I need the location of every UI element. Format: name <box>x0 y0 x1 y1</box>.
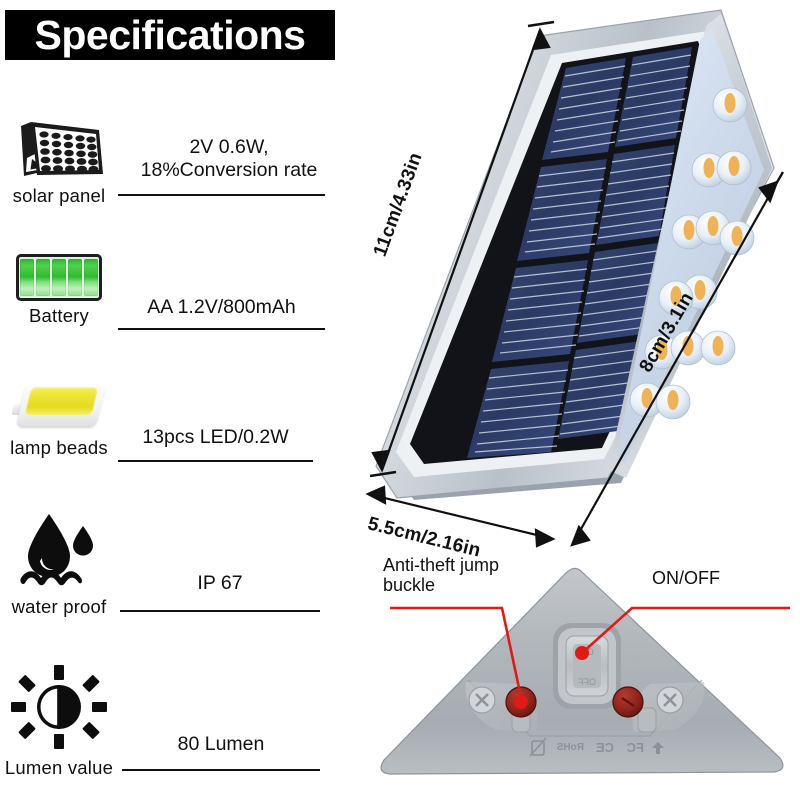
solar-panel-icon-group: solar panel <box>0 118 118 207</box>
spec-value-battery: AA 1.2V/800mAh <box>118 296 325 319</box>
screw-group-left <box>468 686 496 714</box>
callout-leaders <box>390 606 790 703</box>
callout-on-off: ON/OFF <box>652 568 762 588</box>
spec-value-line1: 80 Lumen <box>177 733 265 755</box>
callout-line1: Anti-theft jump <box>383 555 500 575</box>
spec-row-solar-panel: solar panel 2V 0.6W, 18%Conversion rate <box>0 118 345 206</box>
RoHS-icon: RoHS <box>556 742 584 753</box>
led-bead-icon <box>11 378 107 434</box>
cert-marks: FC CE RoHS <box>529 737 664 757</box>
callout-line1: ON/OFF <box>652 568 720 588</box>
spec-value-line1: 13pcs LED/0.2W <box>142 426 289 448</box>
solar-panel-surface <box>410 41 738 464</box>
water-drop-icon <box>11 510 107 593</box>
spec-rule-water-proof <box>120 610 320 613</box>
recycle-icon <box>652 742 664 754</box>
spec-value-solar-panel: 2V 0.6W, 18%Conversion rate <box>118 136 340 182</box>
led-lens <box>629 382 665 418</box>
led-lens <box>712 87 748 123</box>
spec-label-battery: Battery <box>28 305 89 326</box>
CE-icon: CE <box>596 740 614 755</box>
product-photo-main: 11cm/4.33in 5.5cm/2.16in 8cm/3.1in <box>340 0 800 570</box>
svg-text:FC: FC <box>626 740 644 755</box>
page-title: Specifications <box>34 11 306 58</box>
page-title-banner: Specifications <box>5 10 335 60</box>
led-lens <box>658 280 694 316</box>
FC-icon: FC <box>626 740 644 755</box>
battery-terminal <box>16 270 18 291</box>
svg-text:OFF: OFF <box>578 677 596 687</box>
product-photo-bottom: ON OFF <box>370 555 800 800</box>
battery-segment <box>52 258 66 296</box>
spec-row-water-proof: water proof IP 67 <box>0 510 345 617</box>
callout-dot-anti-theft <box>514 695 528 709</box>
callout-dot-on-off <box>575 646 589 660</box>
spec-value-line1: IP 67 <box>197 572 243 594</box>
led-lens <box>719 220 755 256</box>
led-bead-icon-group: lamp beads <box>0 378 118 459</box>
svg-text:CE: CE <box>596 740 614 755</box>
on-off-switch: ON OFF <box>553 623 621 709</box>
battery-segment <box>36 258 50 296</box>
screw-group-right <box>612 686 684 733</box>
spec-row-lumen-value: Lumen value 80 Lumen <box>0 665 345 778</box>
spec-row-lamp-beads: lamp beads 13pcs LED/0.2W <box>0 378 345 464</box>
battery-segment <box>84 258 98 296</box>
callout-line2: buckle <box>383 575 436 596</box>
led-lens <box>691 152 727 188</box>
battery-segment <box>20 258 34 296</box>
spec-label-lamp-beads: lamp beads <box>10 437 108 458</box>
solar-panel-icon <box>11 118 107 182</box>
spec-rule-lumen-value <box>122 769 320 772</box>
spec-rule-lamp-beads <box>118 460 313 463</box>
spec-value-line2: 18%Conversion rate <box>140 159 318 181</box>
spec-label-water-proof: water proof <box>11 596 107 617</box>
battery-icon <box>16 253 102 301</box>
spec-rule-solar-panel <box>118 194 325 197</box>
WEEE-bin-icon <box>529 737 547 757</box>
spec-label-lumen-value: Lumen value <box>4 757 114 778</box>
water-drop-icon-group: water proof <box>0 510 118 618</box>
led-lens <box>644 334 680 370</box>
spec-value-line1: 2V 0.6W, <box>189 136 269 158</box>
brightness-sun-icon-group: Lumen value <box>0 665 118 779</box>
svg-text:RoHS: RoHS <box>556 742 584 753</box>
led-array <box>629 87 755 420</box>
led-face <box>608 14 772 478</box>
callout-anti-theft-jump-buckle: Anti-theft jump buckle <box>383 555 533 595</box>
spec-row-battery: Battery AA 1.2V/800mAh <box>0 252 345 332</box>
battery-segment <box>68 258 82 296</box>
spec-value-line1: AA 1.2V/800mAh <box>147 296 296 318</box>
spec-rule-battery <box>118 328 325 331</box>
spec-value-water-proof: IP 67 <box>120 572 320 595</box>
spec-value-lamp-beads: 13pcs LED/0.2W <box>118 426 313 449</box>
led-lens <box>700 330 736 366</box>
led-chip <box>24 387 99 415</box>
led-lens <box>655 384 691 420</box>
spec-label-solar-panel: solar panel <box>12 185 106 206</box>
battery-icon-group: Battery <box>0 252 118 327</box>
spec-value-lumen-value: 80 Lumen <box>122 733 320 756</box>
dimension-arrows <box>365 20 785 548</box>
brightness-sun-icon <box>11 665 107 754</box>
led-lens <box>716 150 752 186</box>
